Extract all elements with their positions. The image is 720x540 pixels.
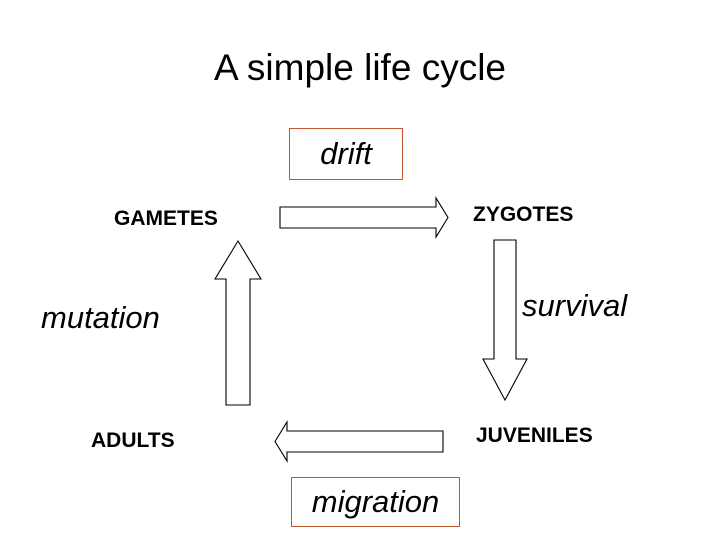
arrow-left-icon bbox=[274, 420, 444, 463]
stage-label-adults: ADULTS bbox=[91, 429, 175, 452]
page-title: A simple life cycle bbox=[214, 47, 506, 88]
arrow-up-icon bbox=[214, 239, 262, 406]
arrow-right-icon bbox=[279, 196, 449, 239]
stage-label-gametes: GAMETES bbox=[114, 207, 218, 230]
transition-label-box-drift: drift bbox=[289, 128, 403, 180]
arrow-down-icon bbox=[482, 239, 528, 402]
stage-label-zygotes: ZYGOTES bbox=[473, 203, 574, 226]
transition-label-drift: drift bbox=[320, 136, 372, 171]
transition-label-mutation: mutation bbox=[41, 300, 160, 335]
arrow-gametes-to-zygotes bbox=[279, 196, 449, 240]
arrow-zygotes-to-juveniles bbox=[481, 239, 529, 402]
transition-label-migration: migration bbox=[311, 484, 440, 519]
transition-label-box-migration: migration bbox=[291, 477, 460, 527]
transition-label-survival: survival bbox=[522, 288, 628, 323]
stage-label-juveniles: JUVENILES bbox=[476, 424, 593, 447]
arrow-adults-to-gametes bbox=[209, 239, 267, 406]
arrow-juveniles-to-adults bbox=[274, 420, 444, 464]
